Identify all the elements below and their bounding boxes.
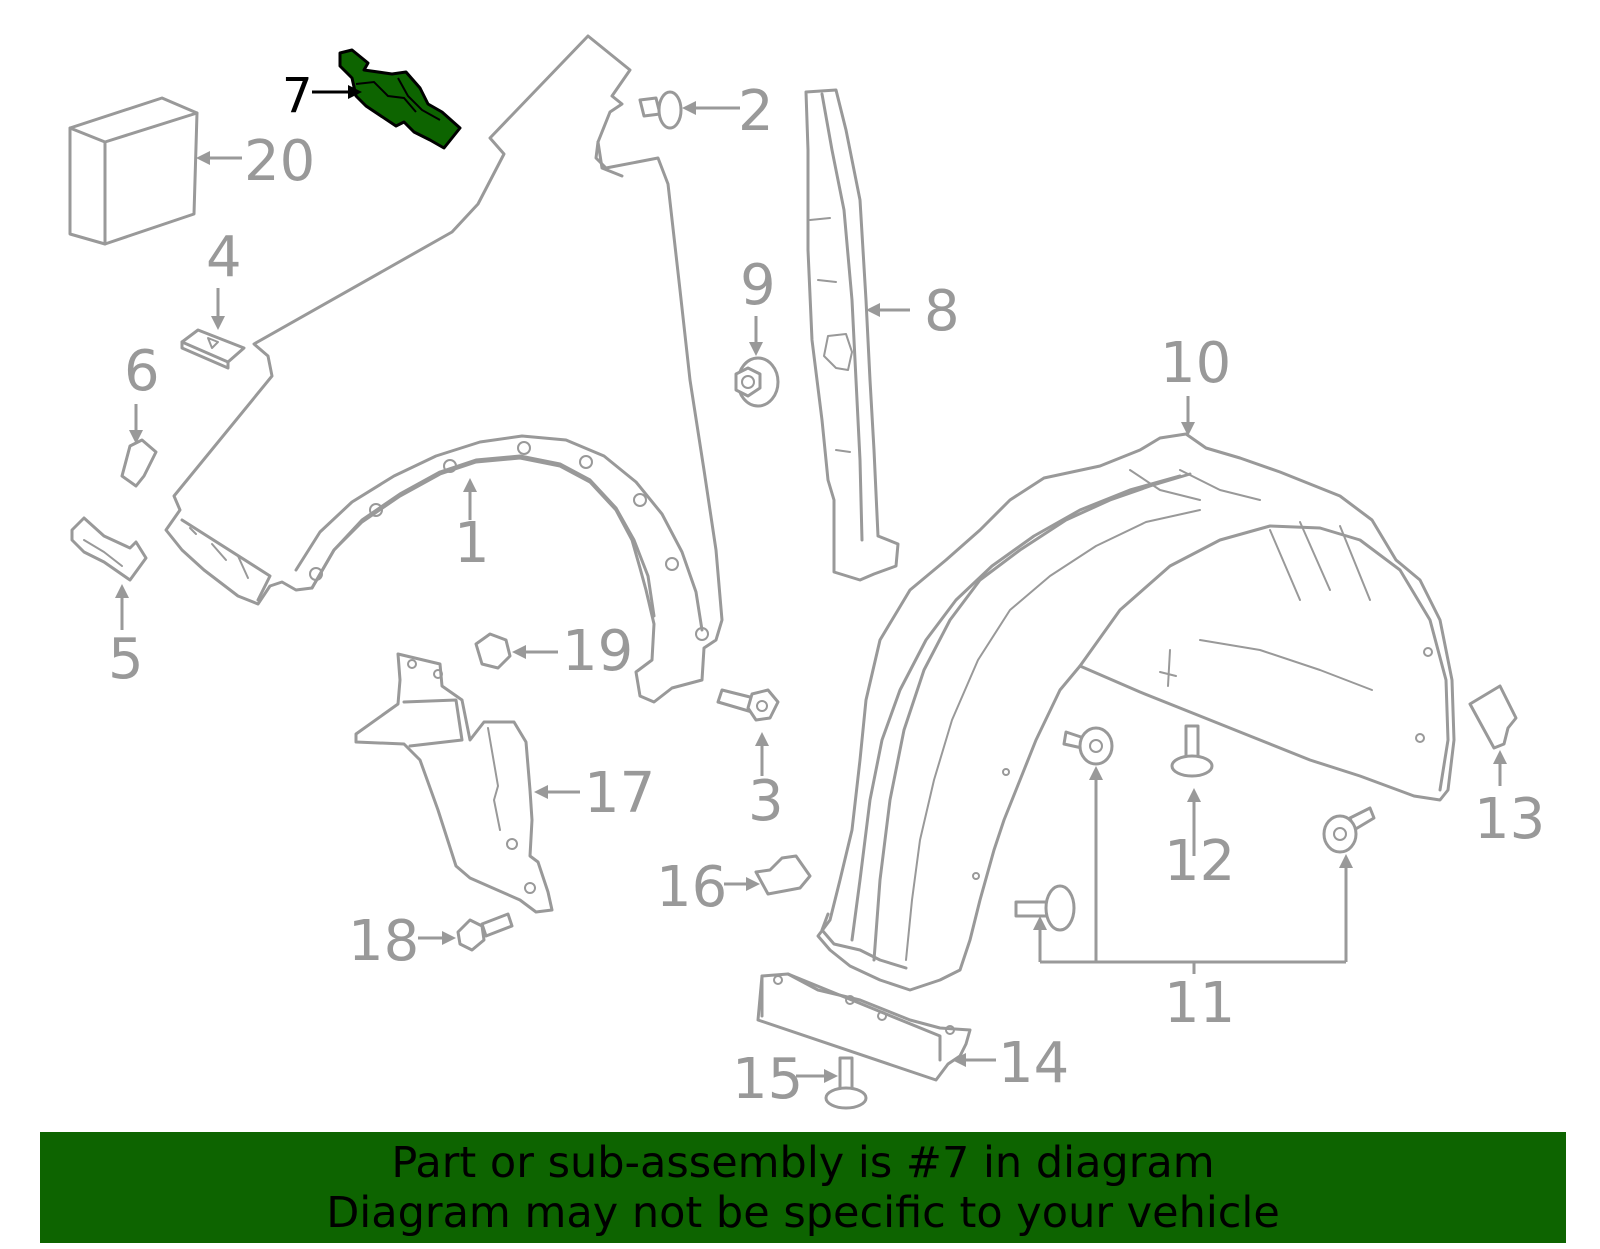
callout-6[interactable]: 6: [124, 339, 160, 404]
part-3-bolt: [716, 688, 780, 722]
callout-13[interactable]: 13: [1474, 787, 1545, 852]
part-17-bracket: [354, 652, 554, 914]
callout-1[interactable]: 1: [454, 511, 490, 576]
part-9-nut: [734, 356, 780, 408]
part-11-screws: [1014, 726, 1376, 932]
part-14-strip: [756, 972, 972, 1082]
part-1-fender: [164, 34, 724, 704]
part-18-bolt: [456, 912, 514, 952]
callout-11[interactable]: 11: [1164, 971, 1235, 1036]
callout-4[interactable]: 4: [206, 225, 242, 290]
callout-2[interactable]: 2: [738, 79, 774, 144]
part-15-screw: [824, 1056, 868, 1110]
part-8-strip: [804, 88, 900, 582]
part-6-clip: [120, 438, 158, 488]
leader-lines: [115, 85, 1507, 1083]
callout-10[interactable]: 10: [1160, 331, 1231, 396]
callout-17[interactable]: 17: [584, 761, 655, 826]
callout-8[interactable]: 8: [924, 279, 960, 344]
part-20-box: [68, 96, 199, 246]
callout-18[interactable]: 18: [348, 909, 419, 974]
banner-line-1: Part or sub-assembly is #7 in diagram: [391, 1137, 1215, 1188]
callout-5[interactable]: 5: [108, 627, 144, 692]
callout-19[interactable]: 19: [562, 619, 633, 684]
info-banner: Part or sub-assembly is #7 in diagram Di…: [40, 1132, 1566, 1243]
callout-15[interactable]: 15: [732, 1047, 803, 1112]
callout-20[interactable]: 20: [244, 129, 315, 194]
part-13-clip: [1468, 684, 1518, 750]
part-19-nut: [474, 632, 512, 670]
callout-16[interactable]: 16: [656, 855, 727, 920]
callout-14[interactable]: 14: [998, 1031, 1069, 1096]
part-2-bolt: [638, 90, 683, 130]
callout-3[interactable]: 3: [748, 769, 784, 834]
part-4-clip: [180, 328, 246, 370]
callout-7[interactable]: 7: [282, 68, 313, 124]
part-5-bracket: [70, 516, 148, 582]
callout-labels: 7 2 20 4 9 8 6 10 1 5 19 17 3 12 13 16 1…: [108, 68, 1545, 1112]
callout-12[interactable]: 12: [1164, 829, 1235, 894]
banner-line-2: Diagram may not be specific to your vehi…: [326, 1187, 1280, 1238]
part-12-screw: [1170, 724, 1214, 778]
part-7-bracket-highlighted[interactable]: [338, 48, 462, 150]
callout-9[interactable]: 9: [740, 253, 776, 318]
part-10-liner: [816, 432, 1456, 992]
part-16-clip: [754, 854, 812, 896]
